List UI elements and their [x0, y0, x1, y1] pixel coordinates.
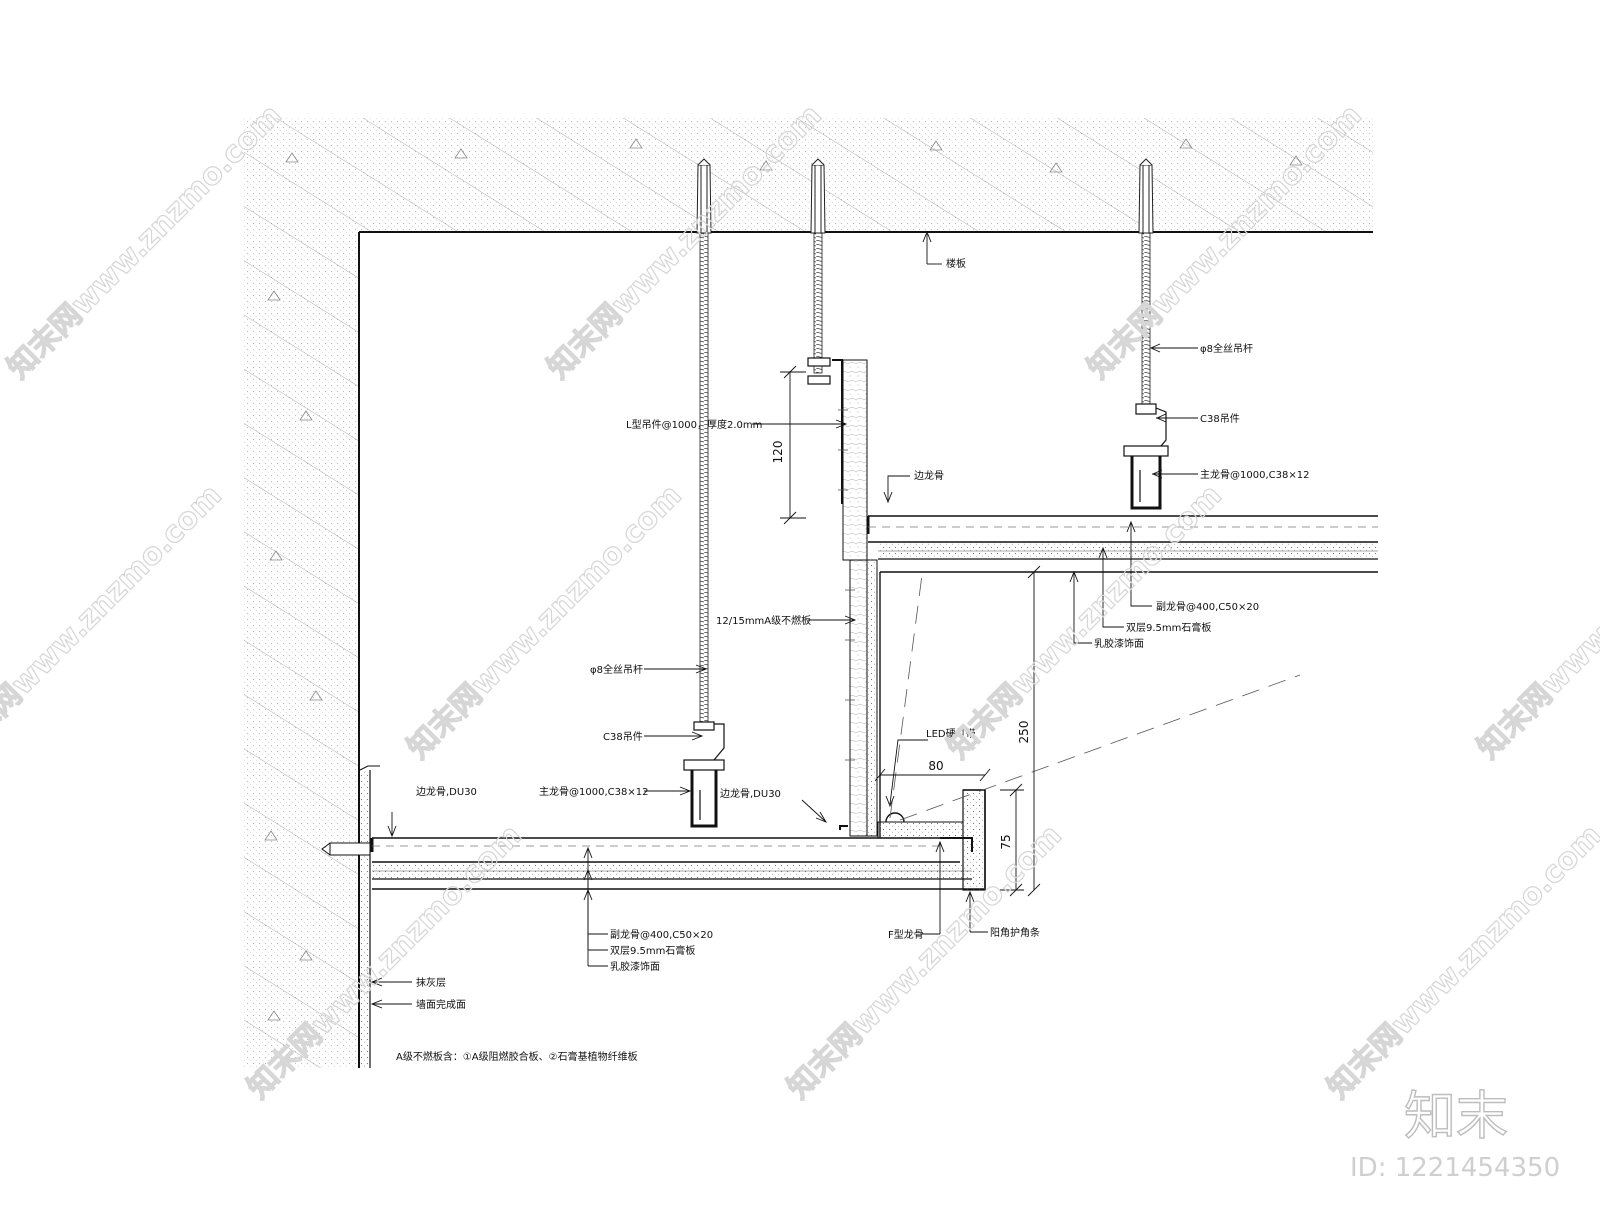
label-main-keel-right: 主龙骨@1000,C38×12: [1200, 468, 1309, 481]
label-a-grade-board: 12/15mmA级不燃板: [716, 614, 811, 627]
label-plaster: 抹灰层: [416, 976, 446, 989]
label-latex-right: 乳胶漆饰面: [1094, 637, 1144, 650]
label-edge-keel-left: 边龙骨,DU30: [416, 785, 477, 798]
label-rod-right: φ8全丝吊杆: [1200, 342, 1253, 355]
label-wall-finish: 墙面完成面: [416, 998, 466, 1011]
label-main-keel-left: 主龙骨@1000,C38×12: [539, 785, 648, 798]
label-note: A级不燃板含：①A级阻燃胶合板、②石膏基植物纤维板: [396, 1050, 638, 1063]
label-edge-keel-upper: 边龙骨: [914, 469, 944, 482]
watermark-text-5: 知末网www.znzmo.com: [401, 478, 689, 766]
label-sub-keel-right: 副龙骨@400,C50×20: [1156, 600, 1259, 613]
dimension-120: 120: [771, 441, 785, 464]
light-spread-lines: [889, 574, 1301, 821]
dimension-lines: [780, 365, 1041, 897]
watermark-text-7: 知末网www.znzmo.com: [1471, 478, 1600, 766]
label-hanger-right: C38吊件: [1200, 413, 1240, 425]
concrete-structure: [244, 118, 1373, 1068]
anchor-bolts: [696, 158, 1154, 234]
label-floor-slab: 楼板: [946, 257, 966, 270]
label-latex-left: 乳胶漆饰面: [610, 960, 660, 973]
watermark-text-6: 知末网www.znzmo.com: [941, 478, 1229, 766]
label-rod-left: φ8全丝吊杆: [590, 663, 643, 676]
left-hanger-assembly: [683, 721, 725, 828]
lower-ceiling: [321, 837, 984, 890]
label-corner-bead: 阳角护角条: [990, 926, 1040, 939]
watermark-text-9: 知末网www.znzmo.com: [781, 818, 1069, 1106]
label-gypsum-right: 双层9.5mm石膏板: [1126, 621, 1211, 634]
dimension-80: 80: [928, 759, 943, 773]
right-hanger-assembly: [1123, 403, 1169, 510]
gypsum-vertical-face: [866, 559, 881, 838]
image-id-text: ID: 1221454350: [1350, 1153, 1560, 1183]
label-l-hanger: L型吊件@1000，厚度2.0mm: [626, 418, 762, 431]
dimension-75: 75: [999, 834, 1013, 849]
label-hanger-left: C38吊件: [603, 731, 643, 743]
label-led: LED硬灯带: [926, 728, 976, 740]
l-hanger: [807, 357, 843, 504]
leader-lines: [370, 230, 1198, 1009]
upper-ceiling: [866, 515, 1378, 573]
watermark-layer: 知末网www.znzmo.com 知末网www.znzmo.com 知末网www…: [0, 97, 1600, 1106]
brand-logo-text: 知末: [1404, 1087, 1508, 1147]
label-sub-keel-left: 副龙骨@400,C50×20: [610, 928, 713, 941]
plaster-layer: [359, 765, 380, 1068]
watermark-text-10: 知末网www.znzmo.com: [1321, 818, 1600, 1106]
a-grade-board-vertical: [838, 359, 868, 837]
label-edge-keel-mid: 边龙骨,DU30: [720, 787, 781, 800]
dimension-250: 250: [1017, 721, 1031, 744]
light-trough: [839, 789, 986, 891]
watermark-text-4: 知末网www.znzmo.com: [0, 478, 229, 766]
label-gypsum-left: 双层9.5mm石膏板: [610, 944, 695, 957]
label-f-keel: F型龙骨: [888, 928, 924, 941]
